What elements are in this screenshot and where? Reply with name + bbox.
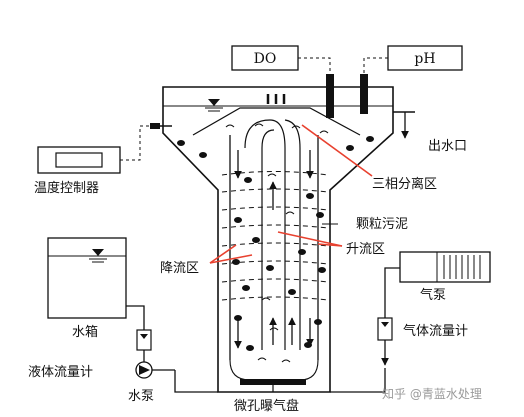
water-pump-label: 水泵 bbox=[128, 389, 154, 404]
air-pump bbox=[384, 251, 491, 318]
annotation-pointers bbox=[209, 124, 373, 264]
temperature-controller-label: 温度控制器 bbox=[34, 180, 99, 196]
gas-flowmeter-icon bbox=[330, 317, 393, 393]
air-pump-label: 气泵 bbox=[420, 287, 446, 303]
gas-flowmeter-label: 气体流量计 bbox=[403, 323, 468, 339]
water-tank-label: 水箱 bbox=[72, 324, 98, 340]
microporous-aerator-plate bbox=[240, 379, 306, 392]
liquid-flowmeter-icon bbox=[136, 329, 152, 362]
outlet-pipe bbox=[393, 111, 415, 139]
do-meter: DO bbox=[231, 45, 334, 118]
vent-bars bbox=[266, 94, 286, 104]
riser-zone-label: 升流区 bbox=[346, 242, 385, 257]
do-label: DO bbox=[254, 51, 277, 67]
reactor-vessel bbox=[162, 86, 394, 393]
liquid-flowmeter-label: 液体流量计 bbox=[28, 365, 93, 380]
downcomer-zone-label: 降流区 bbox=[160, 261, 199, 276]
granular-sludge-particles bbox=[177, 136, 374, 351]
ph-label: pH bbox=[414, 51, 435, 67]
water-tank bbox=[47, 237, 145, 330]
water-level-icon bbox=[205, 99, 223, 112]
outlet-label: 出水口 bbox=[428, 139, 467, 154]
temperature-controller bbox=[37, 123, 172, 174]
ph-meter: pH bbox=[360, 45, 463, 114]
granular-sludge-label: 颗粒污泥 bbox=[356, 217, 408, 232]
tank-water-level-icon bbox=[89, 249, 107, 263]
flow-dashes bbox=[221, 171, 329, 301]
microporous-aerator-label: 微孔曝气盘 bbox=[234, 398, 299, 414]
watermark-text: 知乎 @青蓝水处理 bbox=[382, 387, 482, 401]
flow-arrows bbox=[234, 150, 314, 349]
water-pump-icon bbox=[135, 361, 218, 393]
gas-bubbles bbox=[225, 123, 329, 363]
three-phase-separator-label: 三相分离区 bbox=[372, 176, 437, 192]
